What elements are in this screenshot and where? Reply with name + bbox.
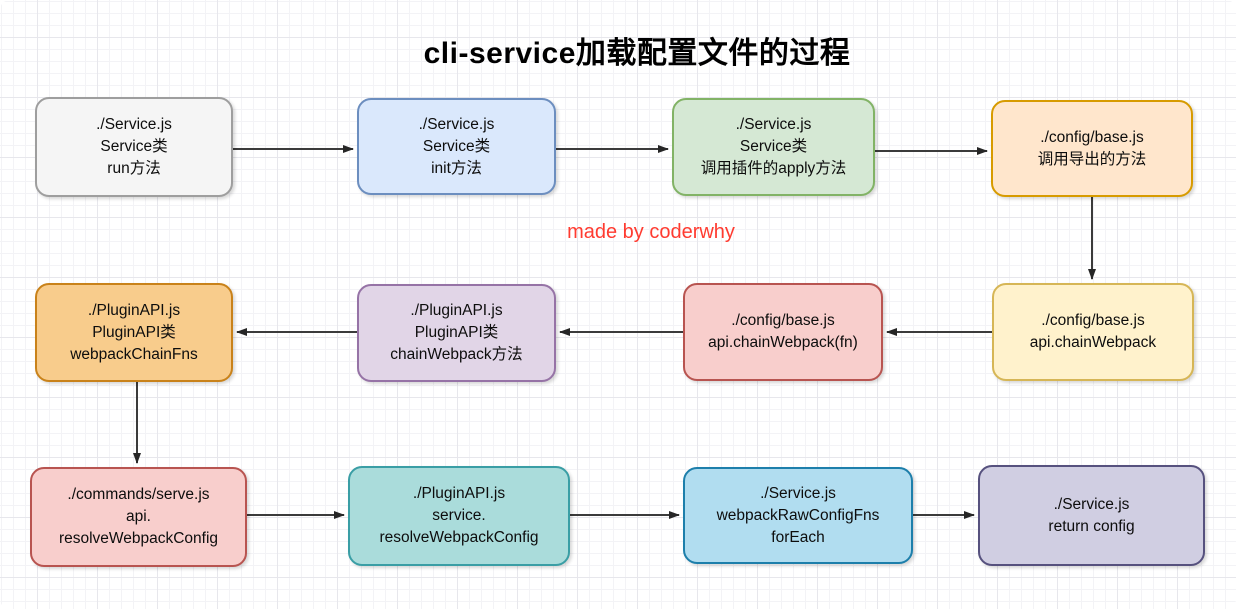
node-line: forEach — [771, 528, 825, 546]
node-line: ./config/base.js — [731, 312, 835, 329]
node-line: ./PluginAPI.js — [87, 301, 181, 319]
node-line: api.chainWebpack(fn) — [708, 334, 858, 351]
watermark-credit: made by coderwhy — [567, 221, 735, 243]
node-line: init方法 — [431, 159, 482, 177]
node-line: chainWebpack方法 — [390, 346, 523, 363]
node-line: return config — [1048, 517, 1135, 535]
node-pluginapi-resolve: ./PluginAPI.js service. resolveWebpackCo… — [348, 466, 570, 566]
node-pluginapi-chainwebpack: ./PluginAPI.js PluginAPI类 chainWebpack方法 — [357, 284, 556, 382]
node-line: ./commands/serve.js — [67, 486, 210, 503]
node-serve-resolve: ./commands/serve.js api. resolveWebpackC… — [30, 467, 247, 567]
node-line: api. — [126, 508, 151, 525]
diagram-title: cli-service加载配置文件的过程 — [423, 37, 851, 70]
node-line: Service类 — [100, 138, 168, 155]
node-line: 调用插件的apply方法 — [700, 160, 847, 177]
node-line: PluginAPI类 — [92, 323, 176, 341]
node-service-init: ./Service.js Service类 init方法 — [357, 98, 556, 195]
node-line: resolveWebpackConfig — [58, 530, 219, 547]
node-line: resolveWebpackConfig — [379, 529, 539, 546]
node-pluginapi-chainfns: ./PluginAPI.js PluginAPI类 webpackChainFn… — [35, 283, 233, 382]
node-line: webpackChainFns — [70, 345, 198, 363]
node-service-run: ./Service.js Service类 run方法 — [35, 97, 233, 197]
node-line: ./Service.js — [418, 115, 495, 133]
node-base-chainwebpack-fn: ./config/base.js api.chainWebpack(fn) — [683, 283, 883, 381]
node-line: ./PluginAPI.js — [410, 302, 503, 319]
node-line: ./config/base.js — [1041, 312, 1145, 329]
node-line: ./Service.js — [735, 116, 812, 133]
node-base-export: ./config/base.js 调用导出的方法 — [991, 100, 1193, 197]
node-line: ./Service.js — [1053, 495, 1130, 513]
node-line: service. — [432, 507, 486, 524]
node-line: Service类 — [422, 137, 491, 155]
node-line: ./PluginAPI.js — [412, 485, 506, 502]
node-service-apply: ./Service.js Service类 调用插件的apply方法 — [672, 98, 875, 196]
node-service-foreach: ./Service.js webpackRawConfigFns forEach — [683, 467, 913, 564]
node-line: 调用导出的方法 — [1037, 150, 1147, 168]
node-base-chainwebpack: ./config/base.js api.chainWebpack — [992, 283, 1194, 381]
node-line: PluginAPI类 — [414, 324, 499, 341]
node-line: ./Service.js — [760, 484, 836, 502]
node-line: webpackRawConfigFns — [716, 506, 880, 524]
node-line: ./Service.js — [96, 116, 172, 133]
node-service-return: ./Service.js return config — [978, 465, 1205, 566]
node-line: ./config/base.js — [1040, 128, 1144, 146]
node-line: run方法 — [107, 160, 161, 177]
node-line: api.chainWebpack — [1029, 334, 1157, 351]
node-line: Service类 — [739, 138, 808, 155]
